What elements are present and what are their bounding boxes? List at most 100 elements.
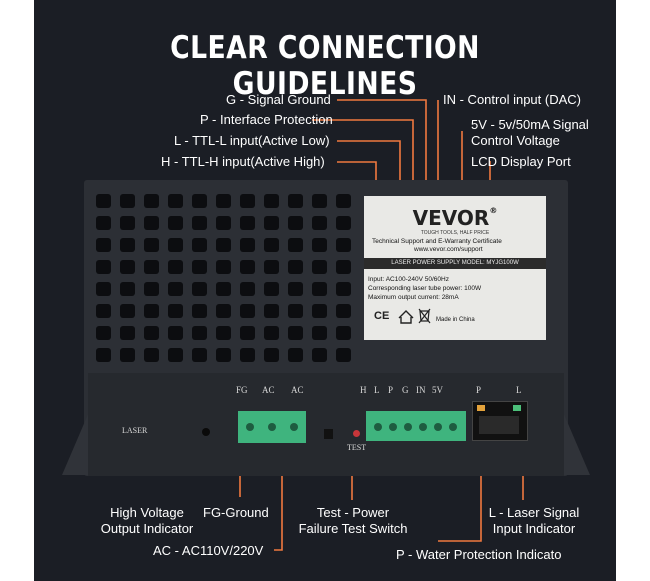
- vent-hole: [288, 282, 303, 296]
- vent-hole: [216, 348, 231, 362]
- spec-output-current: Maximum output current: 28mA: [368, 294, 459, 301]
- vent-hole: [336, 304, 351, 318]
- port-label-l: L: [516, 385, 522, 395]
- vent-hole: [120, 216, 135, 230]
- label-hv-line1: High Voltage: [110, 505, 184, 520]
- pin-label-ac2: AC: [291, 385, 304, 395]
- vent-hole: [312, 304, 327, 318]
- vent-hole: [96, 304, 111, 318]
- label-water-protection: P - Water Protection Indicato: [396, 547, 562, 562]
- vent-hole: [144, 348, 159, 362]
- vent-hole: [288, 260, 303, 274]
- dip-switch: [324, 429, 333, 439]
- vent-hole: [240, 348, 255, 362]
- vent-hole: [264, 216, 279, 230]
- vent-hole: [216, 304, 231, 318]
- vent-hole: [120, 194, 135, 208]
- vent-hole: [168, 348, 183, 362]
- brand-logo: VEVOR®: [412, 206, 498, 230]
- vent-hole: [96, 260, 111, 274]
- vent-hole: [288, 238, 303, 252]
- vent-hole: [216, 238, 231, 252]
- vent-hole: [120, 282, 135, 296]
- ac-terminal-block: [238, 411, 306, 443]
- made-in-label: Made in China: [436, 317, 475, 323]
- vent-hole: [336, 348, 351, 362]
- vent-hole: [312, 326, 327, 340]
- vent-hole: [336, 282, 351, 296]
- pin-label-fg: FG: [236, 385, 248, 395]
- vent-hole: [336, 216, 351, 230]
- vent-hole: [240, 304, 255, 318]
- vent-hole: [312, 194, 327, 208]
- vent-hole: [192, 238, 207, 252]
- vent-hole: [144, 282, 159, 296]
- vent-hole: [240, 326, 255, 340]
- vent-hole: [144, 260, 159, 274]
- vent-hole: [216, 282, 231, 296]
- vent-hole: [192, 282, 207, 296]
- vent-hole: [168, 216, 183, 230]
- vent-hole: [240, 238, 255, 252]
- label-test-line2: Failure Test Switch: [298, 521, 408, 536]
- vent-hole: [216, 194, 231, 208]
- vent-hole: [144, 194, 159, 208]
- label-ttl-high: H - TTL-H input(Active High): [161, 154, 325, 169]
- vent-hole: [288, 194, 303, 208]
- vent-hole: [264, 260, 279, 274]
- vent-hole: [240, 216, 255, 230]
- vent-hole: [96, 348, 111, 362]
- support-text: Technical Support and E-Warranty Certifi…: [372, 238, 502, 245]
- vent-hole: [168, 194, 183, 208]
- weee-bin-icon: [418, 308, 431, 324]
- front-panel: FG AC AC LASER TEST H L P G IN 5V P L: [88, 373, 564, 476]
- vent-hole: [96, 216, 111, 230]
- label-test-line1: Test - Power: [316, 505, 390, 520]
- vent-hole: [312, 216, 327, 230]
- laser-indicator: [202, 428, 210, 436]
- laser-label: LASER: [122, 426, 148, 435]
- vent-hole: [264, 326, 279, 340]
- label-laser-signal-line1: L - Laser Signal: [488, 505, 580, 520]
- vent-hole: [168, 326, 183, 340]
- vent-hole: [264, 348, 279, 362]
- vent-hole: [192, 194, 207, 208]
- pin-label-h: H: [360, 385, 367, 395]
- label-5v-line1: 5V - 5v/50mA Signal: [471, 117, 589, 132]
- vent-hole: [192, 304, 207, 318]
- page-title: CLEAR CONNECTION GUIDELINES: [170, 30, 480, 102]
- brand-tagline: TOUGH TOOLS, HALF PRICE: [420, 230, 490, 236]
- vent-hole: [216, 260, 231, 274]
- vent-hole: [168, 282, 183, 296]
- ce-mark: CE: [374, 310, 390, 322]
- vent-hole: [216, 326, 231, 340]
- label-laser-signal-line2: Input Indicator: [492, 521, 576, 536]
- label-control-input: IN - Control input (DAC): [443, 92, 581, 107]
- vent-hole: [144, 304, 159, 318]
- signal-terminal-block: [366, 411, 466, 441]
- vent-hole: [120, 304, 135, 318]
- vent-hole: [264, 282, 279, 296]
- vent-hole: [120, 260, 135, 274]
- model-band: LASER POWER SUPPLY MODEL: MYJG100W: [364, 258, 546, 269]
- vent-hole: [192, 348, 207, 362]
- vent-hole: [192, 216, 207, 230]
- home-icon: [398, 310, 414, 324]
- vent-hole: [168, 304, 183, 318]
- label-signal-ground: G - Signal Ground: [226, 92, 331, 107]
- test-label: TEST: [347, 443, 367, 452]
- vent-hole: [312, 260, 327, 274]
- vent-hole: [240, 282, 255, 296]
- test-button: [353, 430, 360, 437]
- vent-hole: [312, 282, 327, 296]
- vent-hole: [288, 348, 303, 362]
- canvas: CLEAR CONNECTION GUIDELINES G - Signal G…: [34, 0, 616, 581]
- pin-label-in: IN: [416, 385, 426, 395]
- vent-hole: [96, 282, 111, 296]
- vent-hole: [120, 326, 135, 340]
- vent-hole: [336, 326, 351, 340]
- vent-hole: [120, 348, 135, 362]
- vent-hole: [144, 216, 159, 230]
- pin-label-ac1: AC: [262, 385, 275, 395]
- vent-hole: [192, 260, 207, 274]
